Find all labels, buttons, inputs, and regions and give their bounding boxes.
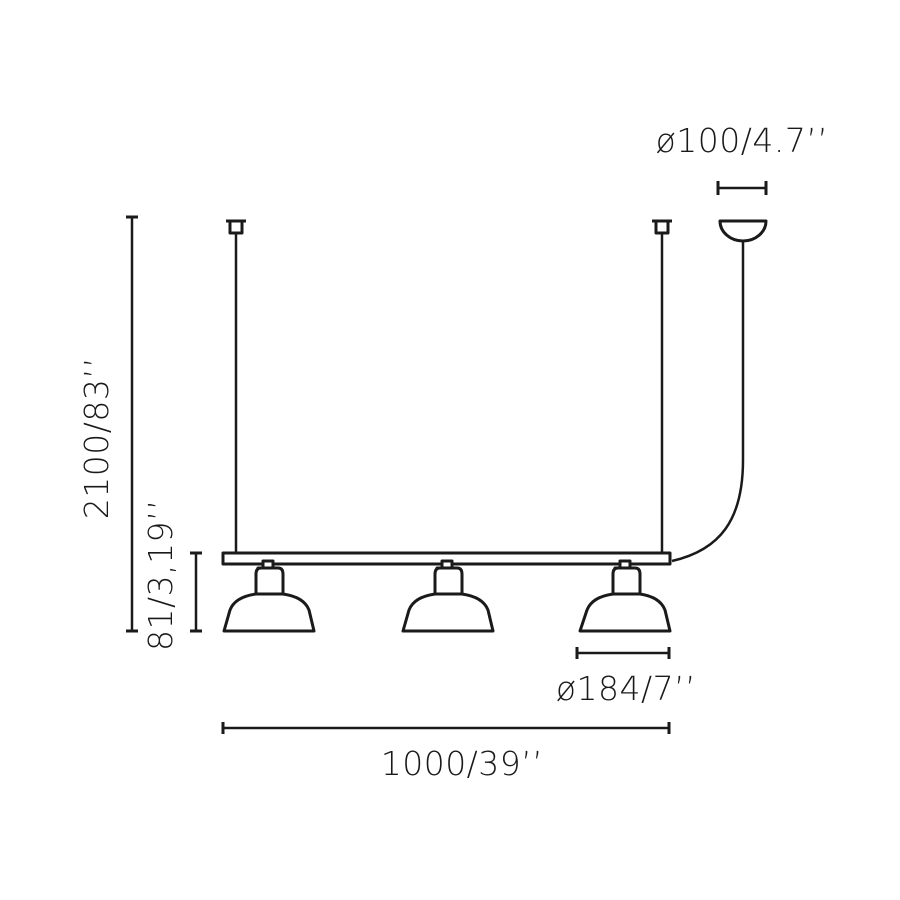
dimension-lamp-height: 81/3,19’’: [141, 499, 202, 651]
label-total-height: 2100/83’’: [77, 357, 116, 520]
label-total-width: 1000/39’’: [381, 744, 544, 783]
dimension-total-height: 2100/83’’: [77, 215, 138, 633]
label-lamp-height: 81/3,19’’: [141, 499, 180, 651]
dimension-total-width: 1000/39’’: [221, 722, 671, 783]
lamp-shade-middle: [401, 559, 495, 633]
left-suspension: [226, 219, 246, 553]
label-shade-diameter: ø184/7’’: [556, 669, 696, 708]
lamp-shade-left: [222, 559, 316, 633]
dimension-shade-diameter: ø184/7’’: [556, 647, 696, 708]
lamp-shade-right: [578, 559, 672, 633]
ceiling-canopy: [671, 219, 768, 563]
dimension-canopy-diameter: ø100/4.7’’: [656, 121, 829, 195]
label-canopy-diameter: ø100/4.7’’: [656, 121, 829, 160]
right-suspension: [652, 219, 672, 553]
